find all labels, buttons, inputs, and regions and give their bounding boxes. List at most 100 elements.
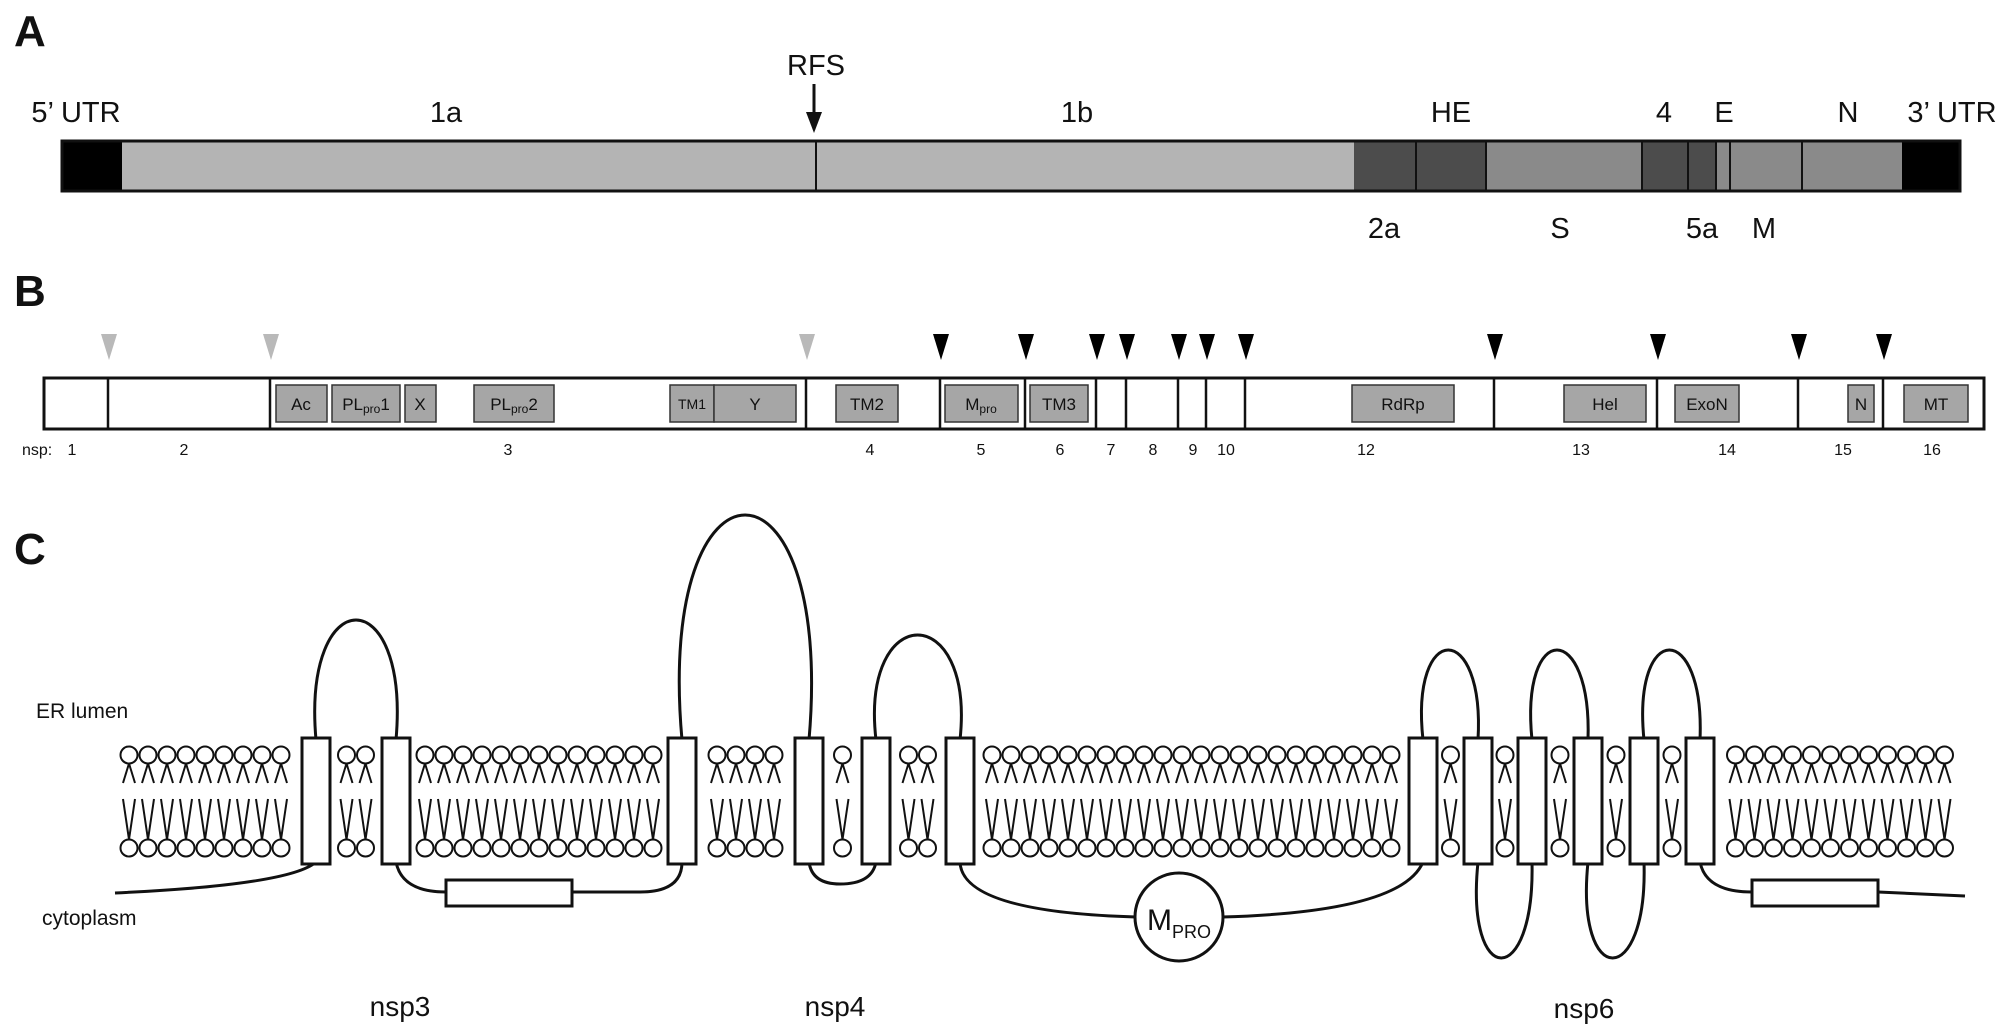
genome-outline [60,139,1962,193]
cytoplasm-label: cytoplasm [42,907,137,930]
nsp6-cytoplasmic-loop-1 [1474,861,1534,960]
genome-map: RFS 5’ UTR 1a 1b HE 4 E N 3’ UTR 2a S 5a… [31,50,1996,245]
lipid-tail [147,798,155,840]
lipid-head [1441,745,1460,765]
lipid-tail [841,763,850,784]
nsp4-nsp6-cytoplasmic-link-left [958,861,1137,919]
lipid-tail [532,798,540,840]
nsp6-tm-helix-2 [1462,736,1494,866]
nsp-number-14: 14 [1718,442,1736,459]
lipid-tail [1449,763,1458,784]
lipid-head [1550,745,1570,765]
lipid-head [1840,838,1859,858]
lipid-tail [729,798,737,840]
lipid-tail [475,798,483,840]
lipid-tail [595,798,603,840]
domain-plpro1-label: PLpro1 [342,395,390,416]
lipid-tail [1791,798,1800,840]
lipid-head [1058,838,1078,858]
lipid-tail [1289,763,1297,784]
lipid-tail [1498,763,1506,784]
lipid-tail [1086,798,1094,840]
lipid-tail [261,763,269,784]
rfs-arrow-head [806,112,822,133]
lipid-tail [773,798,781,840]
lipid-tail [1194,798,1202,840]
lipid-tail [1314,798,1322,840]
lipid-head [1172,838,1192,858]
lipid-tail [920,763,929,784]
m-block [1730,141,1802,191]
lipid-tail [1156,798,1164,840]
lipid-head [624,745,644,765]
lipid-tail [1346,798,1354,840]
lipid-head [1210,745,1230,765]
lipid-tail [1181,798,1189,840]
lipid-head [453,838,473,858]
lipid-tail [1443,763,1452,784]
lipid-tail [1504,798,1512,840]
lipid-head [1305,745,1325,765]
lipid-head [586,745,606,765]
utr3-label: 3’ UTR [1907,97,1996,129]
utr5-block [62,141,122,191]
lipid-tail [652,763,660,784]
lipid-tail [1099,763,1107,784]
lipid-tail [1937,763,1946,784]
lipid-head [764,838,784,858]
nsp-number-15: 15 [1834,442,1852,459]
lipid-tail [1137,798,1145,840]
lipid-tail [1753,763,1762,784]
lipid-head [605,838,625,858]
lipid-head [1878,838,1897,858]
lipid-head [899,745,918,765]
lipid-tail [1665,798,1673,840]
lipid-tail [1086,763,1094,784]
lipid-tail [456,763,464,784]
lipid-head [1362,745,1382,765]
lipid-tail [358,798,367,840]
nsp-number-7: 7 [1107,442,1116,459]
lipid-tail [185,798,193,840]
plpro-cleavage-3 [799,334,815,360]
lipid-tail [1559,763,1567,784]
nsp4-tm-helix-3 [860,736,892,866]
lipid-tail [646,798,654,840]
lipid-head [119,745,139,765]
nsp4-tm-helix-4 [944,736,976,866]
lipid-head [1495,745,1515,765]
domain-ac-label: Ac [291,395,311,414]
lipid-bilayer [119,745,1954,858]
lipid-tail [1384,763,1392,784]
lipid-tail [1867,763,1876,784]
lipid-tail [1061,798,1069,840]
lipid-head [1286,745,1306,765]
lipid-tail [1559,798,1567,840]
lipid-head [415,745,435,765]
lipid-head [1935,838,1954,858]
lipid-head [1248,745,1268,765]
lipid-tail [424,798,432,840]
lipid-tail [128,763,136,784]
lipid-head [707,838,727,858]
lipid-tail [595,763,603,784]
lipid-head [643,745,663,765]
lipid-tail [1257,763,1265,784]
lipid-head [1286,838,1306,858]
lipid-head [1381,838,1401,858]
orf1b-label: 1b [1061,97,1093,129]
nsp-prefix: nsp: [22,442,52,459]
lipid-tail [1810,798,1819,840]
lipid-tail [1143,763,1151,784]
lipid-tail [280,763,288,784]
lipid-tail [1023,763,1031,784]
lipid-tail [1880,763,1889,784]
lipid-tail [1251,763,1259,784]
lipid-head [1362,838,1382,858]
domain-exon-box [1674,384,1740,423]
lipid-head [472,838,492,858]
lipid-tail [128,798,136,840]
lipid-tail [1029,798,1037,840]
lipid-tail [551,763,559,784]
